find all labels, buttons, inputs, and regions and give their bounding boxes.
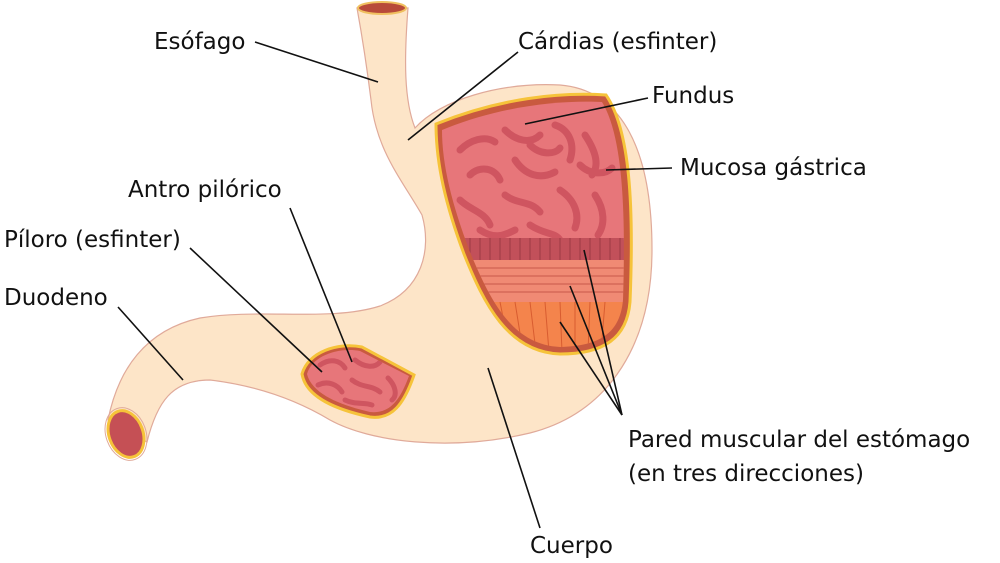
label-mucosa: Mucosa gástrica [680, 155, 867, 181]
mucosa-folds [456, 121, 616, 244]
leader-pared-3 [559, 321, 623, 416]
label-cardias: Cárdias (esfinter) [518, 29, 718, 55]
leader-piloro [189, 247, 323, 373]
label-antro: Antro pilórico [128, 177, 282, 203]
label-fundus: Fundus [652, 83, 735, 109]
label-pared-2: (en tres direcciones) [628, 461, 864, 487]
duodenum-opening-rim [104, 407, 148, 461]
leader-mucosa [605, 167, 673, 171]
label-pared-1: Pared muscular del estómago [628, 427, 971, 453]
leader-cardias [407, 51, 519, 141]
label-esofago: Esófago [154, 29, 246, 55]
muscle-layer-longitudinal [442, 238, 624, 260]
leader-fundus [524, 97, 649, 125]
leader-pared-1 [583, 249, 623, 416]
label-piloro: Píloro (esfinter) [4, 227, 181, 253]
leader-pared-2 [569, 285, 623, 416]
label-cuerpo: Cuerpo [530, 533, 613, 559]
leader-lines [117, 41, 673, 529]
esophagus-opening [357, 1, 407, 15]
leader-cuerpo [487, 367, 541, 529]
leader-duodeno [117, 306, 184, 381]
antrum-cutaway [300, 344, 416, 419]
duodenum-opening [106, 409, 146, 459]
leader-esofago [254, 41, 379, 83]
leader-antro [289, 207, 353, 363]
label-duodeno: Duodeno [4, 285, 108, 311]
